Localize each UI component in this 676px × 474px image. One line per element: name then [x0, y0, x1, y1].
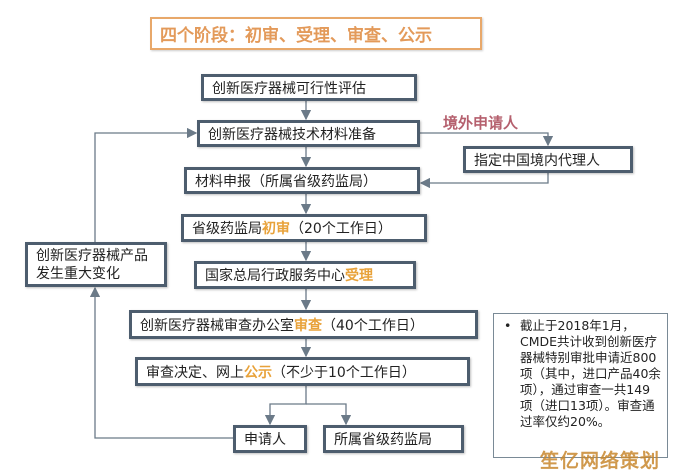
review-post: （40个工作日）	[322, 317, 424, 334]
statistics-note: • 截止于2018年1月，CMDE共计收到创新医疗器械特别审批申请近800项（其…	[493, 313, 668, 458]
step-submit: 材料申报（所属省级药监局）	[184, 167, 420, 194]
step-prep: 创新医疗器械技术材料准备	[197, 120, 420, 147]
step-feasibility: 创新医疗器械可行性评估	[201, 74, 417, 101]
step-review: 创新医疗器械审查办公室审查（40个工作日）	[129, 310, 478, 339]
step-initial-review: 省级药监局初审（20个工作日）	[181, 214, 427, 242]
agent-box: 指定中国境内代理人	[463, 146, 633, 173]
major-change-box: 创新医疗器械产品发生重大变化	[25, 242, 167, 287]
bullet: •	[504, 318, 512, 333]
review-pre: 创新医疗器械审查办公室	[140, 317, 294, 334]
step-acceptance: 国家总局行政服务中心受理	[194, 261, 416, 289]
arrow-applicant-change	[89, 286, 233, 439]
arrow-agent-submit	[419, 172, 549, 189]
arrow-to-provincial	[306, 403, 352, 426]
arrow-to-applicant	[264, 385, 307, 426]
review-highlight: 审查	[294, 317, 322, 334]
foreign-applicant-label: 境外申请人	[443, 114, 519, 132]
arrow-prep-agent	[420, 132, 554, 147]
decision-pre: 审查决定、网上	[146, 364, 244, 381]
decision-post: （不少于10个工作日）	[272, 364, 416, 381]
initial-highlight: 初审	[262, 221, 290, 237]
accept-pre: 国家总局行政服务中心	[205, 268, 345, 284]
arrow-change-prep	[94, 127, 198, 242]
initial-pre: 省级药监局	[192, 221, 262, 237]
decision-highlight: 公示	[244, 364, 272, 381]
provincial-box: 所属省级药监局	[323, 425, 464, 453]
step-decision: 审查决定、网上公示（不少于10个工作日）	[135, 357, 470, 386]
note-text: 截止于2018年1月，CMDE共计收到创新医疗器械特别审批申请近800项（其中，…	[520, 318, 661, 429]
applicant-box: 申请人	[233, 425, 307, 453]
watermark: 笙亿网络策划	[540, 450, 661, 472]
stages-title: 四个阶段：初审、受理、审查、公示	[150, 17, 482, 50]
initial-post: （20个工作日）	[290, 221, 392, 237]
accept-highlight: 受理	[345, 268, 373, 284]
